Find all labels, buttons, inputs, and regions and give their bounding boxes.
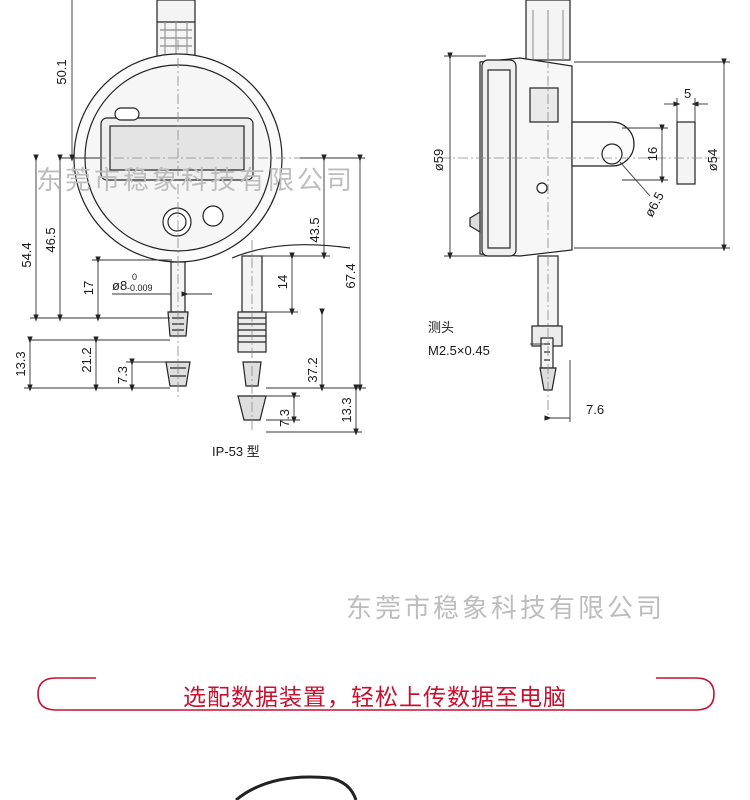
dim-ip53-b: 67.4 bbox=[343, 263, 358, 288]
dim-body-height: 46.5 bbox=[43, 227, 58, 252]
banner-frame bbox=[37, 677, 715, 711]
ip53-label: IP-53 型 bbox=[212, 444, 260, 459]
probe-label: 测头 bbox=[428, 320, 454, 335]
lug-section bbox=[676, 121, 696, 185]
dim-stem-len: 17 bbox=[81, 281, 96, 295]
dim-lower-a: 13.3 bbox=[13, 351, 28, 376]
dim-ip53-f: 7.3 bbox=[277, 409, 292, 427]
front-dim-lines bbox=[24, 0, 212, 392]
dim-dia-case: ø59 bbox=[431, 149, 446, 171]
side-clamp bbox=[529, 87, 559, 123]
ip53-dim-lines bbox=[252, 154, 366, 436]
dim-lower-b: 21.2 bbox=[79, 347, 94, 372]
dim-hole-dia: ø6.5 bbox=[641, 189, 666, 219]
dim-stem-dia: ø8 bbox=[112, 278, 127, 293]
banner-text: 选配数据装置，轻松上传数据至电脑 bbox=[183, 685, 567, 711]
thread-label: M2.5×0.45 bbox=[428, 343, 490, 358]
dim-ip53-a: 43.5 bbox=[307, 217, 322, 242]
dim-dia-back: ø54 bbox=[705, 149, 720, 171]
button-right bbox=[202, 205, 224, 227]
dim-total-left: 54.4 bbox=[19, 242, 34, 267]
dim-ip53-d: 37.2 bbox=[305, 357, 320, 382]
side-dim-lines bbox=[444, 52, 730, 422]
dim-lug-thick: 5 bbox=[684, 86, 691, 101]
dim-offset: 7.6 bbox=[586, 402, 604, 417]
dim-stem-tol-lower: -0.009 bbox=[127, 283, 153, 293]
ip53-dim-text: 43.5 67.4 14 37.2 13.3 7.3 IP-53 型 bbox=[212, 217, 358, 459]
lug-hole bbox=[601, 143, 623, 165]
dim-lug-height: 16 bbox=[645, 147, 660, 161]
ip53-view bbox=[231, 240, 351, 430]
dim-lower-c: 7.3 bbox=[115, 366, 130, 384]
watermark-lower: 东莞市稳象科技有限公司 bbox=[346, 594, 666, 624]
dim-stem-tol-upper: 0 bbox=[132, 272, 137, 282]
watermark-upper: 东莞市稳象科技有限公司 bbox=[36, 166, 356, 196]
front-dim-text: 50.1 54.4 46.5 17 13.3 21.2 7.3 ø8 0 -0.… bbox=[13, 59, 153, 384]
indicator-lamp bbox=[114, 107, 140, 121]
dim-ip53-e: 13.3 bbox=[339, 397, 354, 422]
front-view bbox=[60, 0, 300, 400]
button-left bbox=[162, 207, 192, 237]
dim-ip53-c: 14 bbox=[275, 275, 290, 289]
dim-height-top: 50.1 bbox=[54, 59, 69, 84]
side-screw bbox=[536, 182, 548, 194]
lcd-screen bbox=[109, 125, 245, 171]
side-view bbox=[440, 0, 720, 420]
product-cable bbox=[235, 775, 358, 800]
